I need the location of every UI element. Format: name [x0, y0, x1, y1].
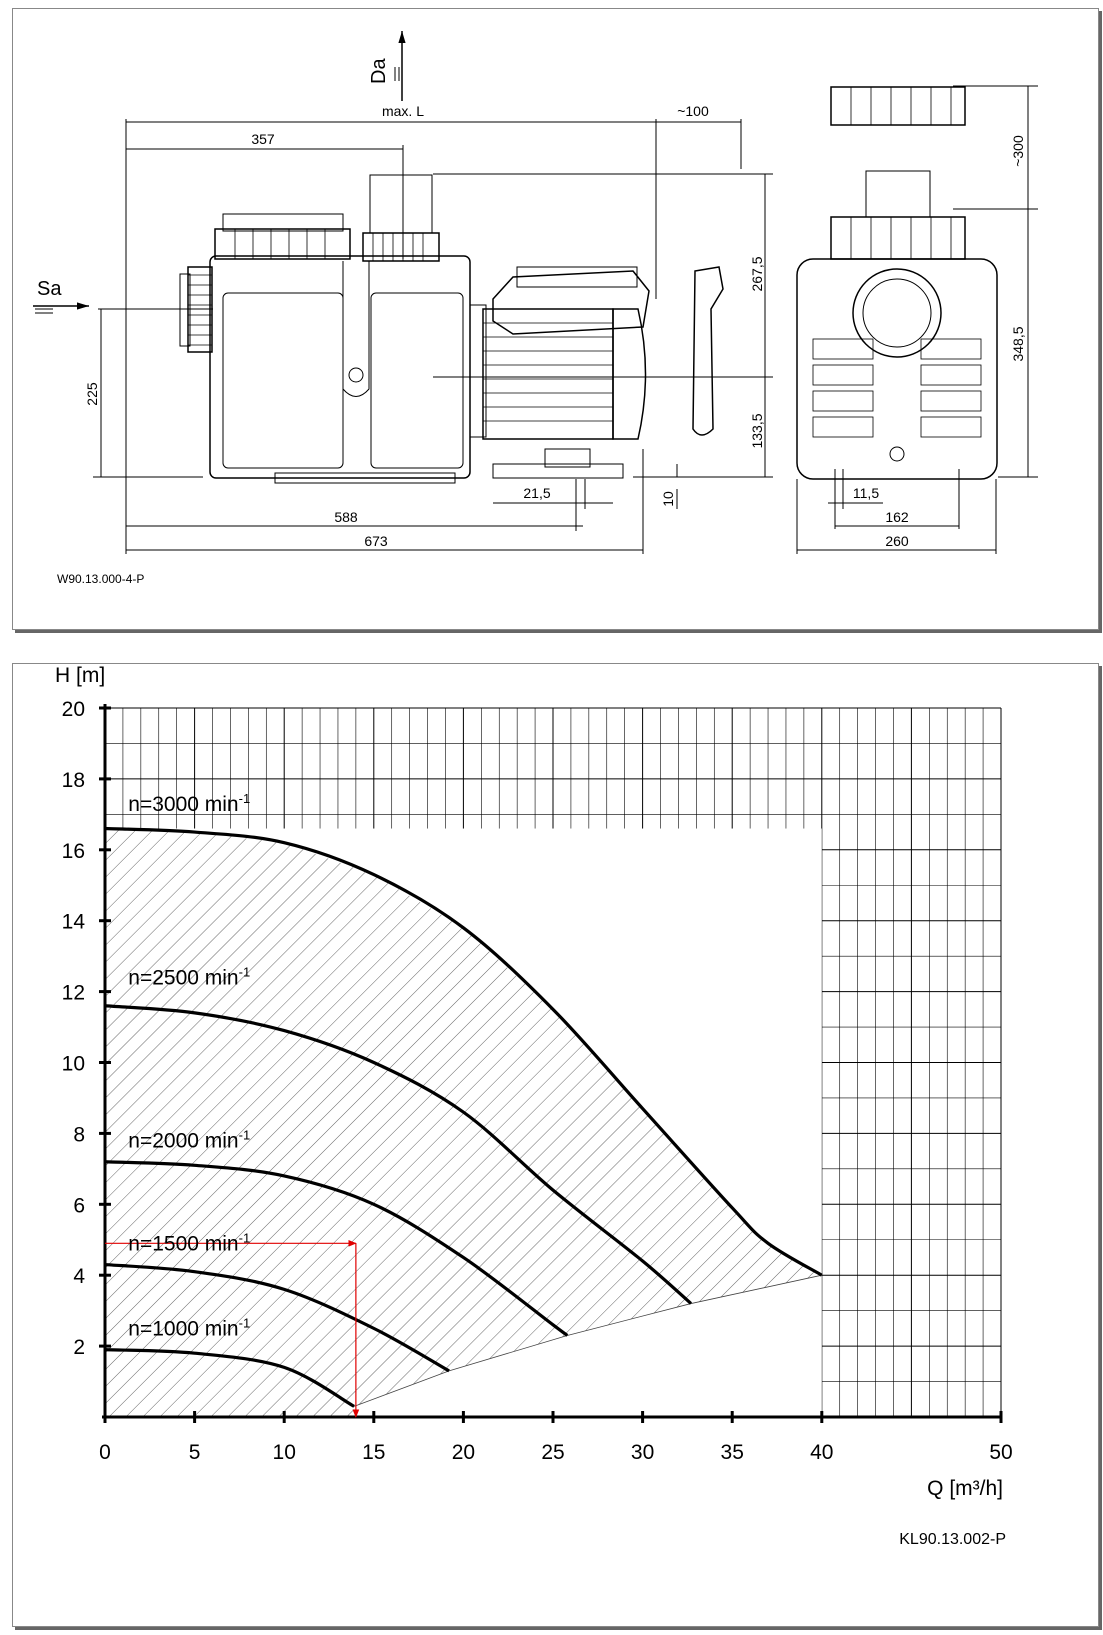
- x-tick-label: 0: [99, 1441, 111, 1464]
- dimension-drawing: Da Sa max. L ~100 357 267,5 225 133,5 21…: [33, 31, 1038, 586]
- x-tick-label: 40: [810, 1441, 833, 1464]
- operating-point-marker: [105, 1239, 360, 1418]
- y-tick-label: 14: [62, 911, 86, 934]
- dim-162: 162: [885, 509, 909, 525]
- y-tick-label: 10: [62, 1053, 85, 1076]
- curve-4: [104, 1348, 355, 1408]
- chart-labels: n=3000 min-1 n=2500 min-1 n=2000 min-1 n=15…: [128, 791, 250, 1341]
- max-l-label: max. L: [382, 103, 424, 119]
- x-axis-label: Q [m³/h]: [927, 1477, 1003, 1500]
- dimension-drawing-panel: Da Sa max. L ~100 357 267,5 225 133,5 21…: [12, 8, 1099, 630]
- chart-axes: 0 5 10 15 20 25 30 35 40 50 2 4 6 8 10 12 14 16 18 20: [62, 698, 1013, 1464]
- y-tick-label: 4: [73, 1265, 85, 1288]
- dim-21-5: 21,5: [523, 485, 550, 501]
- da-label: Da: [368, 58, 390, 84]
- dim-673: 673: [364, 533, 388, 549]
- dim-10: 10: [660, 491, 676, 507]
- curve-label-0: n=3000 min-1: [128, 791, 250, 816]
- pump-side-view: [796, 86, 998, 480]
- y-tick-label: 16: [62, 840, 85, 863]
- curve-label-3: n=1500 min-1: [128, 1230, 250, 1255]
- y-tick-label: 20: [62, 698, 85, 721]
- drawing-code: W90.13.000-4-P: [57, 572, 144, 586]
- dim-588: 588: [334, 509, 358, 525]
- curve-0: [104, 826, 823, 1277]
- dim-357: 357: [251, 131, 275, 147]
- dim-260: 260: [885, 533, 909, 549]
- x-tick-label: 20: [452, 1441, 475, 1464]
- dim-225: 225: [84, 382, 100, 406]
- y-tick-label: 6: [73, 1194, 85, 1217]
- curve-3: [104, 1262, 450, 1373]
- dim-11-5: 11,5: [853, 485, 879, 501]
- dim-100: ~100: [677, 103, 709, 119]
- dim-267-5: 267,5: [749, 256, 765, 291]
- x-tick-label: 5: [189, 1441, 201, 1464]
- motor-end-profile: [692, 266, 724, 436]
- x-tick-label: 50: [989, 1441, 1012, 1464]
- hatch-area: [105, 828, 822, 1417]
- chart-code: KL90.13.002-P: [899, 1531, 1006, 1548]
- y-axis-label: H [m]: [55, 664, 105, 687]
- x-tick-label: 10: [273, 1441, 296, 1464]
- pump-front-view: [179, 174, 650, 484]
- dim-133-5: 133,5: [749, 413, 765, 448]
- pump-curve-chart: 0 5 10 15 20 25 30 35 40 50 2 4 6 8 10 12 14 16 18 20 n=300…: [55, 664, 1013, 1548]
- y-tick-label: 12: [62, 982, 85, 1005]
- curve-label-sup: -1: [239, 965, 251, 980]
- y-tick-label: 8: [73, 1123, 85, 1146]
- speed-curves: [104, 826, 823, 1408]
- x-tick-label: 15: [362, 1441, 385, 1464]
- curve-label-sup: -1: [239, 1128, 251, 1143]
- discharge-arrow: [394, 31, 406, 101]
- boundary-line: [353, 1274, 822, 1407]
- dim-348-5: 348,5: [1010, 326, 1026, 361]
- dimension-lines: [93, 85, 1038, 554]
- x-tick-label: 35: [721, 1441, 744, 1464]
- curve-label-sup: -1: [239, 1315, 251, 1330]
- curve-label-sup: -1: [239, 791, 251, 806]
- x-tick-label: 30: [631, 1441, 654, 1464]
- curve-label-4: n=1000 min-1: [128, 1315, 250, 1340]
- curve-1: [104, 1004, 693, 1305]
- curve-2: [104, 1160, 569, 1337]
- suction-arrow: [33, 302, 89, 314]
- curve-label-1: n=2500 min-1: [128, 965, 250, 990]
- y-tick-label: 2: [73, 1336, 85, 1359]
- sa-label: Sa: [37, 278, 62, 300]
- dim-300: ~300: [1010, 135, 1026, 167]
- pump-curve-panel: 0 5 10 15 20 25 30 35 40 50 2 4 6 8 10 12 14 16 18 20 n=300…: [12, 663, 1099, 1627]
- x-tick-label: 25: [541, 1441, 564, 1464]
- curve-label-sup: -1: [239, 1230, 251, 1245]
- y-tick-label: 18: [62, 769, 85, 792]
- curve-label-2: n=2000 min-1: [128, 1128, 250, 1153]
